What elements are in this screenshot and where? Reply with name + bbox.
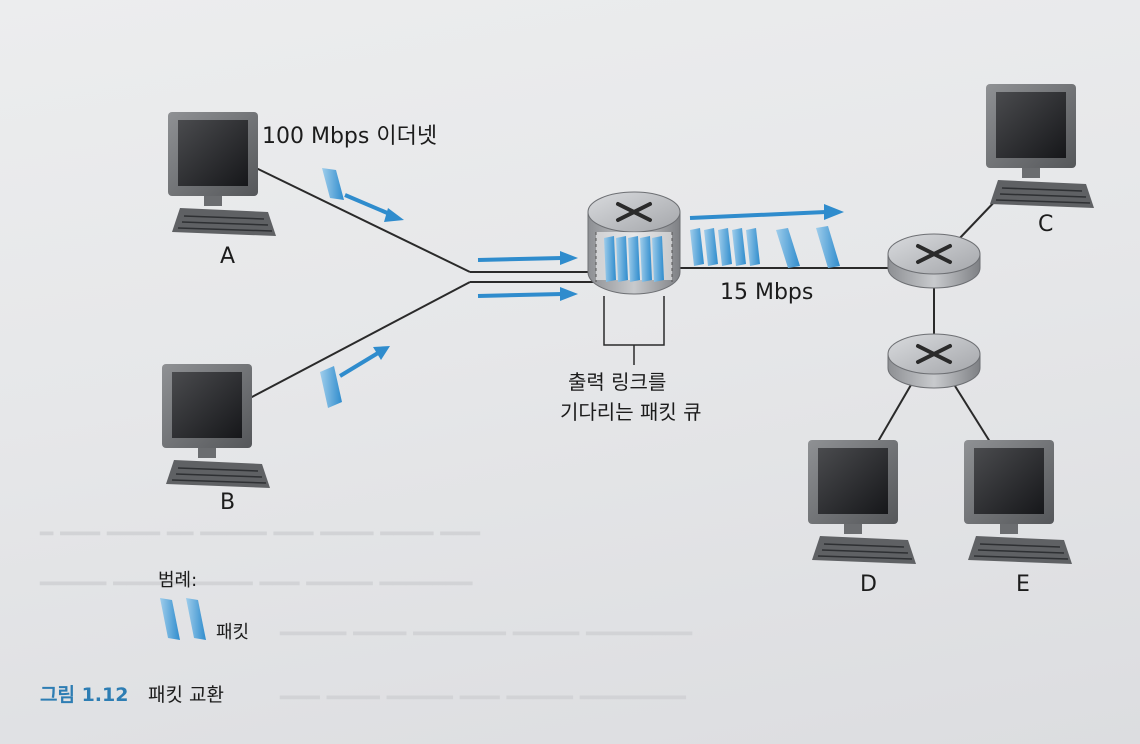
packet-from-b — [320, 366, 342, 408]
output-packet — [732, 228, 746, 266]
queue-label-line1: 출력 링크를 — [568, 368, 666, 396]
central-router — [588, 192, 680, 294]
output-packet — [746, 228, 760, 266]
figure-number: 그림 1.12 — [40, 680, 128, 707]
link-a — [256, 168, 470, 272]
router-right-lower — [888, 334, 980, 388]
link-b — [250, 282, 470, 398]
queued-packet — [652, 236, 664, 282]
router-right-upper — [888, 234, 980, 288]
computer-d-icon — [808, 440, 916, 564]
queue-bracket — [604, 296, 664, 345]
queued-packet — [628, 236, 640, 282]
output-packet — [690, 228, 704, 266]
computer-c-icon — [986, 84, 1094, 208]
host-e-label: E — [1016, 572, 1030, 597]
host-d-label: D — [860, 572, 877, 597]
queue-label-line2: 기다리는 패킷 큐 — [560, 398, 702, 426]
packet-from-a — [322, 168, 344, 200]
arrow-b-packet — [340, 346, 390, 376]
link-e — [950, 378, 992, 445]
host-a-label: A — [220, 244, 235, 269]
output-packet — [718, 228, 732, 266]
output-link-label: 15 Mbps — [720, 280, 813, 305]
host-c-label: C — [1038, 212, 1053, 237]
legend-packet-label: 패킷 — [216, 618, 249, 644]
queued-packet — [604, 236, 616, 282]
arrow-trunk-lower — [478, 287, 578, 301]
output-packet — [704, 228, 718, 266]
arrow-a-packet — [345, 195, 404, 222]
ethernet-link-label: 100 Mbps 이더넷 — [262, 118, 437, 150]
arrow-output — [690, 204, 844, 220]
link-d — [876, 378, 915, 445]
queued-packet — [640, 236, 652, 282]
output-packet — [816, 226, 840, 268]
queued-packets — [604, 236, 664, 282]
host-b-label: B — [220, 490, 235, 515]
legend-title: 범례: — [158, 566, 197, 592]
legend-packet-icon — [160, 598, 206, 640]
figure-title: 패킷 교환 — [148, 680, 224, 707]
computer-e-icon — [964, 440, 1072, 564]
output-packet — [776, 228, 800, 268]
queued-packet — [616, 236, 628, 282]
computer-a-icon — [168, 112, 276, 236]
arrow-trunk-upper — [478, 251, 578, 265]
computer-b-icon — [162, 364, 270, 488]
